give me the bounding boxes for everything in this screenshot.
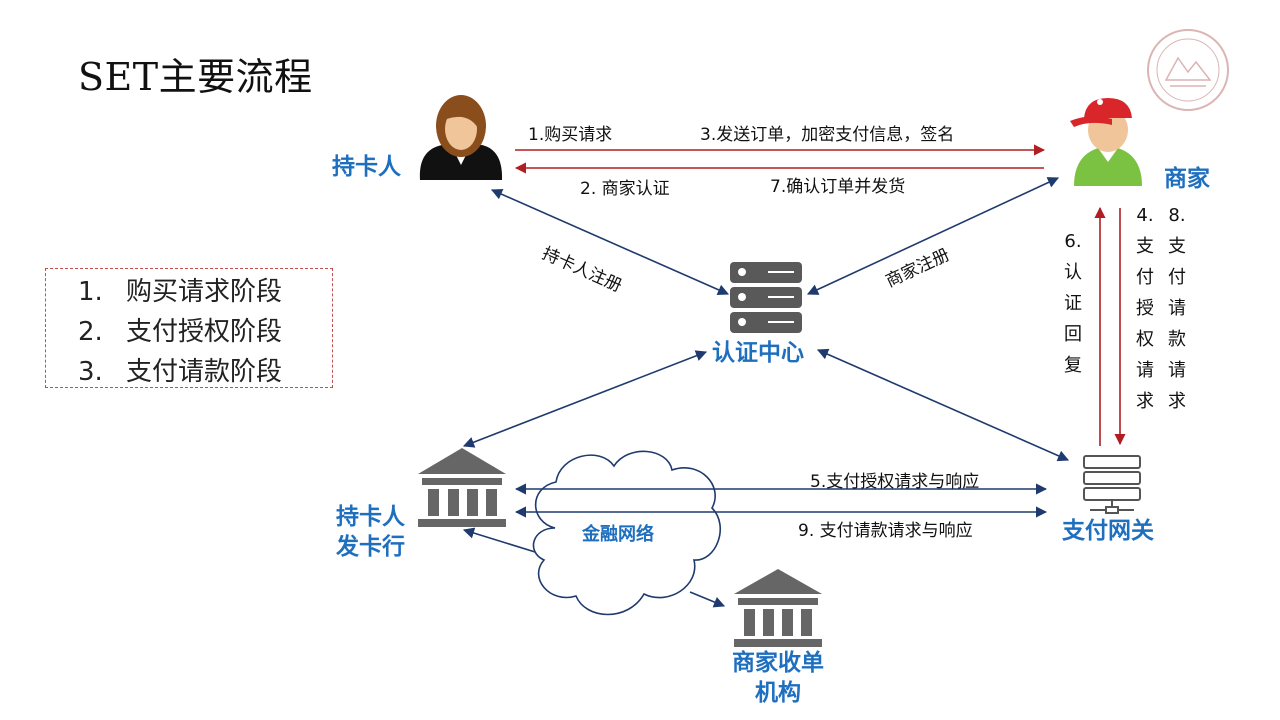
acquirer-label: 商家收单 机构 [732, 648, 824, 708]
cardholder-ca-arrow [490, 188, 730, 296]
server-icon [730, 262, 802, 333]
ca-issuer-arrow [462, 350, 708, 448]
phase-text: 购买请求阶段 [126, 277, 283, 307]
pay-auth-request-label: 4.支付授权请求 [1136, 205, 1154, 412]
phase-number: 3. [78, 357, 103, 387]
phase-text: 支付请款阶段 [126, 357, 283, 387]
server-outline-icon [1083, 455, 1141, 514]
ca-gateway-arrow [816, 348, 1070, 462]
phase-item: 1. 购买请求阶段 [78, 272, 282, 312]
confirm-order-label: 7.确认订单并发货 [770, 177, 906, 197]
network-to-issuer-arrow [462, 527, 549, 557]
woman-avatar-icon [419, 95, 503, 180]
phase-number: 2. [78, 317, 103, 347]
network-to-acquirer-arrow [689, 591, 726, 608]
purchase-request-label: 1.购买请求 [528, 125, 613, 145]
page-title: SET主要流程 [78, 55, 313, 99]
phase-item: 2. 支付授权阶段 [78, 312, 282, 352]
auth-response-label: 6.认证回复 [1064, 231, 1082, 376]
phase-number: 1. [78, 277, 103, 307]
ca-label: 认证中心 [712, 340, 804, 366]
bank-icon [418, 448, 506, 527]
issuer-label-line2: 发卡行 [336, 534, 405, 560]
merchant-avatar-icon [1070, 98, 1142, 186]
network-label: 金融网络 [582, 524, 654, 545]
issuer-label-line1: 持卡人 [336, 504, 405, 530]
auth-req-resp-label: 5.支付授权请求与响应 [810, 472, 980, 492]
phase-item: 3. 支付请款阶段 [78, 352, 282, 392]
phase-list: 1. 购买请求阶段 2. 支付授权阶段 3. 支付请款阶段 [78, 272, 282, 392]
merchant-ca-arrow [806, 177, 1060, 295]
acquirer-label-line2: 机构 [755, 680, 801, 706]
university-seal-icon [1147, 29, 1229, 111]
merchant-auth-label: 2. 商家认证 [580, 179, 670, 199]
phase-box [45, 268, 333, 388]
cardholder-label: 持卡人 [332, 154, 401, 180]
send-order-label: 3.发送订单，加密支付信息，签名 [700, 125, 955, 145]
capture-req-resp-label: 9. 支付请款请求与响应 [798, 521, 973, 541]
acquirer-label-line1: 商家收单 [732, 650, 824, 676]
merchant-label: 商家 [1164, 166, 1210, 192]
pay-capture-request-label: 8.支付请款请求 [1168, 205, 1186, 412]
gateway-label: 支付网关 [1062, 518, 1154, 544]
bank-icon [734, 569, 822, 647]
phase-text: 支付授权阶段 [126, 317, 283, 347]
issuer-label: 持卡人 发卡行 [336, 502, 405, 562]
